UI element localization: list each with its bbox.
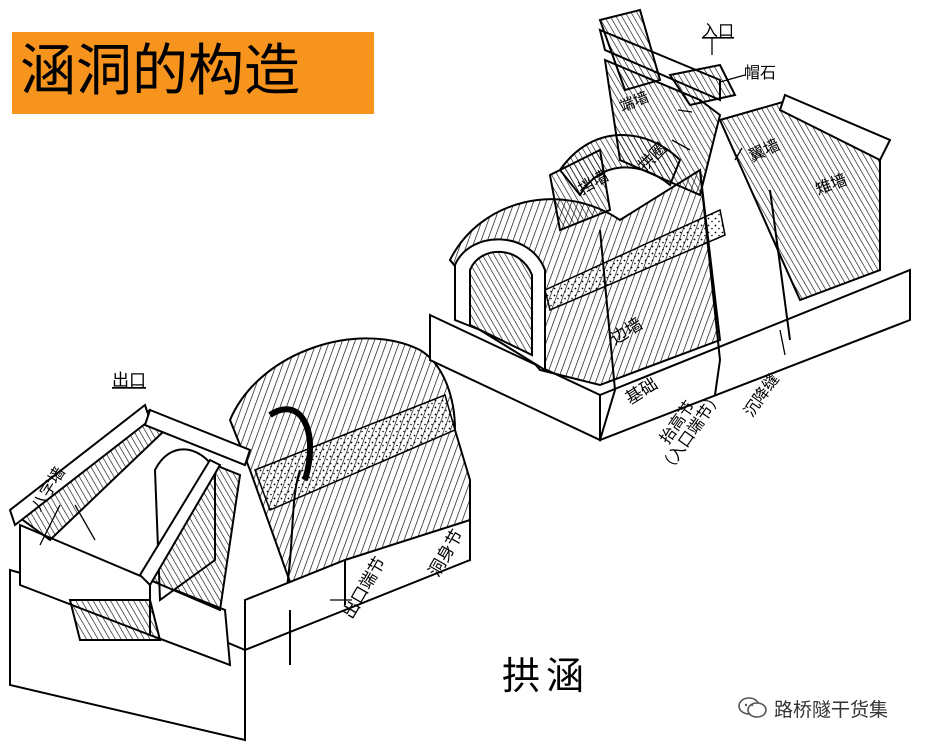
label-inlet: 入口	[702, 21, 734, 40]
inlet-culvert	[429, 8, 911, 442]
inlet-joint-2	[699, 169, 722, 396]
outlet-left-wing	[10, 408, 167, 542]
outlet-joint-2	[284, 469, 301, 601]
outlet-stipple-band	[254, 393, 456, 512]
outlet-culvert	[8, 337, 471, 742]
label-cap-stone: 帽石	[744, 63, 776, 82]
inlet-cap-stone	[668, 63, 737, 107]
watermark: 路桥隧干货集	[738, 694, 888, 722]
outlet-foundation-right	[244, 518, 471, 652]
leader-lines	[39, 38, 786, 601]
outlet-right-cap	[138, 458, 222, 587]
outlet-cap-beam	[143, 408, 252, 467]
label-outlet: 出口	[112, 371, 146, 391]
inlet-pier-wall	[598, 8, 662, 92]
diagram-caption: 拱涵	[502, 654, 591, 698]
page-title: 涵洞的构造	[20, 39, 300, 104]
inlet-wing-cap	[778, 93, 892, 162]
inlet-opening-inner	[469, 250, 533, 357]
outlet-opening-floor	[68, 599, 162, 641]
watermark-text: 路桥隧干货集	[774, 698, 889, 721]
wechat-icon	[738, 697, 767, 718]
inlet-foundation-right	[599, 268, 911, 442]
inlet-joint-3	[769, 189, 791, 341]
outlet-joint-1	[268, 406, 314, 481]
title-banner	[12, 32, 374, 114]
inlet-joint-1	[599, 229, 617, 441]
inlet-retaining-wall	[548, 148, 612, 232]
inlet-stipple-band	[544, 208, 726, 312]
